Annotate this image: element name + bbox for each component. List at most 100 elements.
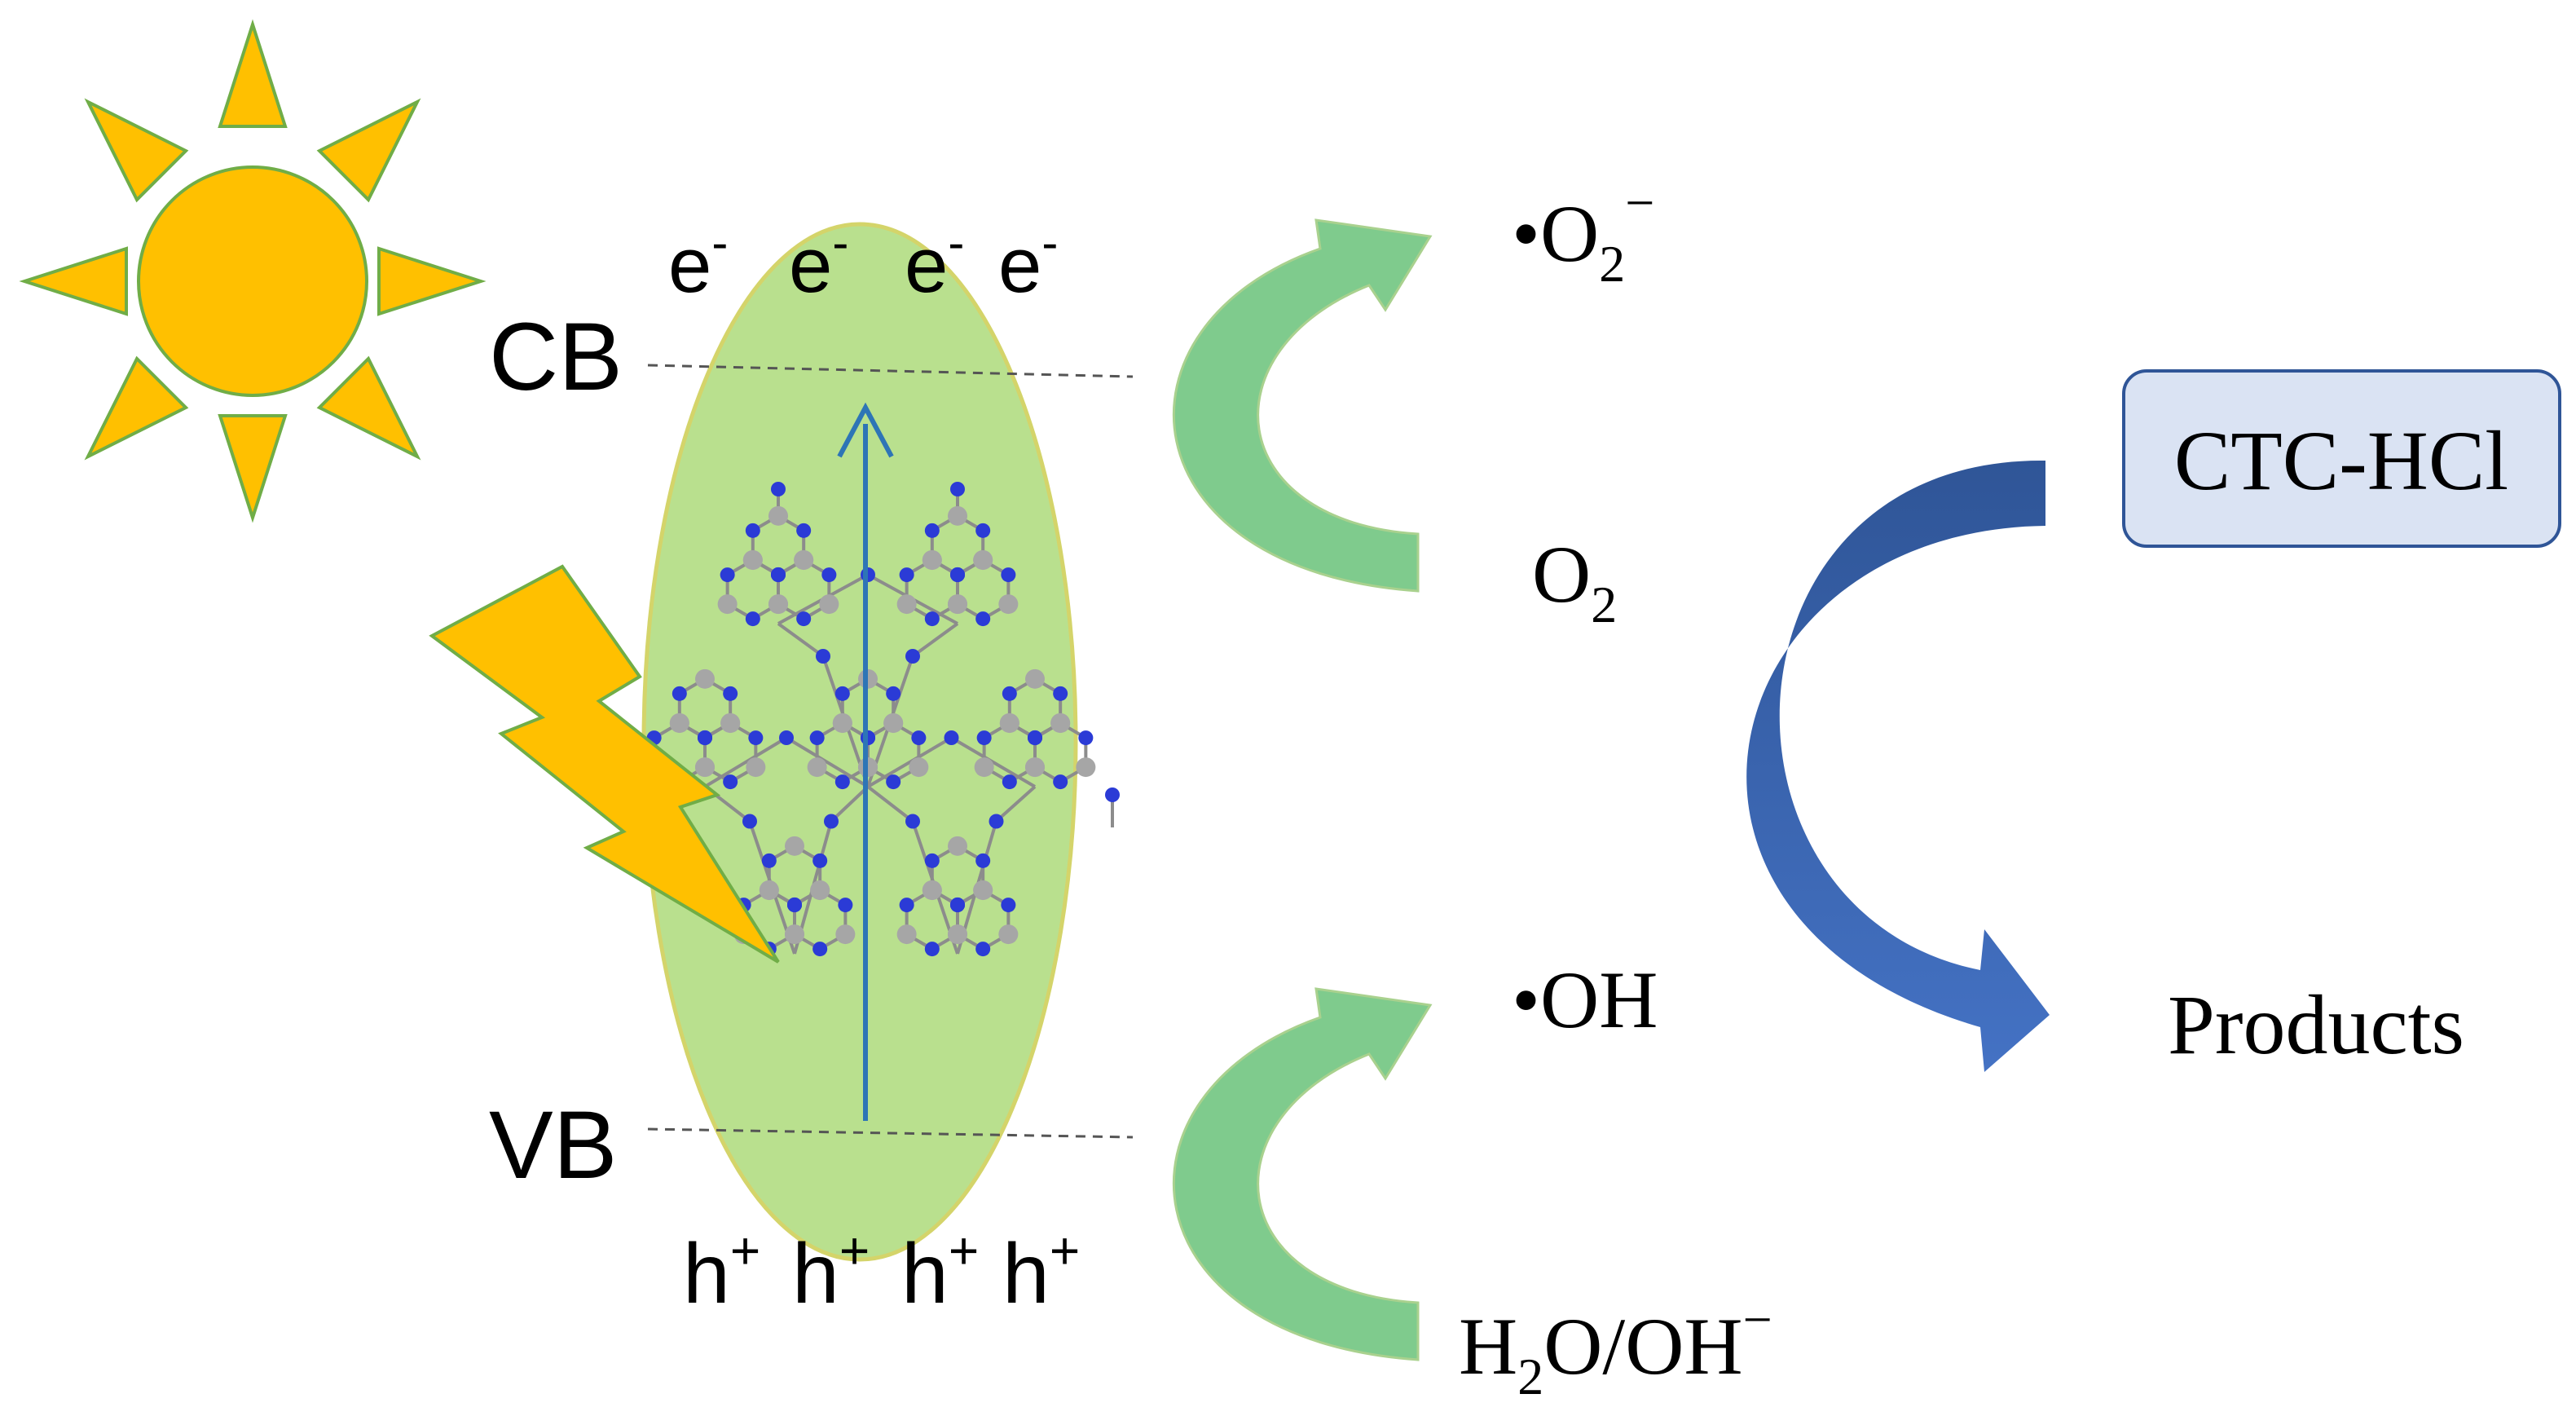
carbon-atom bbox=[819, 594, 839, 615]
carbon-atom bbox=[998, 594, 1019, 615]
nitrogen-atom bbox=[905, 649, 920, 664]
oxidation-arrow bbox=[1173, 987, 1433, 1361]
vb-level-line bbox=[647, 1127, 1134, 1139]
carbon-atom bbox=[1024, 757, 1045, 778]
electron-row: e- e- e- e- bbox=[668, 215, 1058, 309]
nitrogen-atom bbox=[1002, 686, 1017, 701]
carbon-atom bbox=[922, 550, 942, 571]
svg-text:e-: e- bbox=[668, 215, 728, 309]
nitrogen-atom bbox=[905, 814, 920, 829]
reduction-arrow bbox=[1173, 218, 1433, 593]
carbon-atom bbox=[973, 880, 993, 901]
svg-text:e-: e- bbox=[905, 215, 964, 309]
carbon-atom bbox=[695, 668, 715, 689]
nitrogen-atom bbox=[886, 686, 901, 701]
hole-charge: + bbox=[730, 1221, 760, 1280]
bond bbox=[950, 736, 1037, 788]
pollutant-box: CTC-HCl bbox=[2122, 369, 2561, 548]
degradation-arrow bbox=[1746, 460, 2050, 1072]
carbon-atom bbox=[896, 594, 917, 615]
carbon-atom bbox=[785, 836, 804, 856]
nitrogen-atom bbox=[975, 611, 991, 627]
carbon-atom bbox=[973, 550, 993, 571]
nitrogen-atom bbox=[886, 774, 901, 790]
superoxide-label: •O2− bbox=[1512, 174, 1654, 293]
nitrogen-atom bbox=[1078, 730, 1094, 746]
nitrogen-atom bbox=[824, 814, 839, 829]
carbon-atom bbox=[1076, 757, 1096, 778]
electron: e bbox=[905, 222, 948, 309]
carbon-atom bbox=[998, 924, 1019, 945]
nitrogen-atom bbox=[950, 482, 965, 496]
nitrogen-atom bbox=[975, 942, 991, 957]
svg-text:h+: h+ bbox=[901, 1221, 979, 1321]
nitrogen-atom bbox=[989, 814, 1004, 829]
electron-charge: - bbox=[832, 215, 848, 270]
electron: e bbox=[789, 222, 832, 309]
nitrogen-atom bbox=[723, 774, 738, 790]
nitrogen-atom bbox=[821, 567, 837, 583]
nitrogen-atom bbox=[812, 853, 828, 868]
carbon-atom bbox=[835, 924, 856, 945]
nitrogen-atom bbox=[975, 853, 991, 868]
hole: h bbox=[792, 1227, 839, 1321]
nitrogen-atom bbox=[1053, 774, 1068, 790]
nitrogen-atom bbox=[899, 567, 914, 583]
carbon-atom bbox=[832, 713, 852, 734]
svg-text:h+: h+ bbox=[683, 1221, 760, 1321]
hole-charge: + bbox=[949, 1221, 979, 1280]
nitrogen-atom bbox=[944, 730, 959, 745]
carbon-atom bbox=[947, 924, 967, 945]
nitrogen-atom bbox=[742, 814, 757, 829]
nitrogen-atom bbox=[1053, 686, 1068, 701]
nitrogen-atom bbox=[786, 898, 802, 913]
hole-charge: + bbox=[1050, 1221, 1080, 1280]
carbon-atom bbox=[746, 757, 766, 778]
nitrogen-atom bbox=[924, 523, 940, 538]
nitrogen-atom bbox=[911, 730, 927, 746]
carbon-atom bbox=[720, 713, 741, 734]
carbon-atom bbox=[922, 880, 942, 901]
nitrogen-atom bbox=[809, 730, 825, 746]
carbon-atom bbox=[947, 594, 967, 615]
carbon-atom bbox=[974, 757, 994, 778]
carbon-atom bbox=[948, 836, 967, 856]
electron-charge: - bbox=[1041, 215, 1058, 270]
bond bbox=[785, 736, 870, 788]
nitrogen-atom bbox=[838, 898, 853, 913]
cb-label: CB bbox=[489, 303, 623, 411]
electron-charge: - bbox=[948, 215, 964, 270]
carbon-atom bbox=[717, 594, 738, 615]
nitrogen-atom bbox=[816, 649, 830, 664]
atom-layer bbox=[644, 482, 1120, 957]
nitrogen-atom bbox=[796, 611, 812, 627]
vb-label: VB bbox=[489, 1092, 617, 1199]
oxygen-label: O2 bbox=[1532, 529, 1617, 633]
hole: h bbox=[901, 1227, 949, 1321]
bond bbox=[866, 736, 953, 788]
bond bbox=[777, 622, 825, 658]
carbon-atom bbox=[1025, 668, 1045, 689]
nitrogen-atom bbox=[1001, 567, 1016, 583]
carbon-atom bbox=[794, 550, 814, 571]
nitrogen-atom bbox=[976, 730, 992, 746]
nitrogen-atom bbox=[745, 611, 760, 627]
water-hydroxide-label: H2O/OH− bbox=[1459, 1290, 1772, 1405]
carbon-atom bbox=[694, 757, 715, 778]
products-label: Products bbox=[2168, 978, 2464, 1072]
carbon-atom bbox=[784, 924, 804, 945]
hole-charge: + bbox=[839, 1221, 870, 1280]
nitrogen-atom bbox=[812, 942, 828, 957]
excitation-arrow bbox=[837, 402, 894, 1121]
nitrogen-atom bbox=[1027, 730, 1042, 746]
nitrogen-atom bbox=[834, 774, 850, 790]
carbon-atom bbox=[742, 550, 763, 571]
hole: h bbox=[683, 1227, 730, 1321]
carbon-atom bbox=[768, 505, 788, 526]
nitrogen-atom bbox=[672, 686, 687, 701]
bond bbox=[830, 785, 870, 823]
electron-charge: - bbox=[711, 215, 728, 270]
carbon-atom bbox=[883, 713, 904, 734]
hole: h bbox=[1002, 1227, 1050, 1321]
